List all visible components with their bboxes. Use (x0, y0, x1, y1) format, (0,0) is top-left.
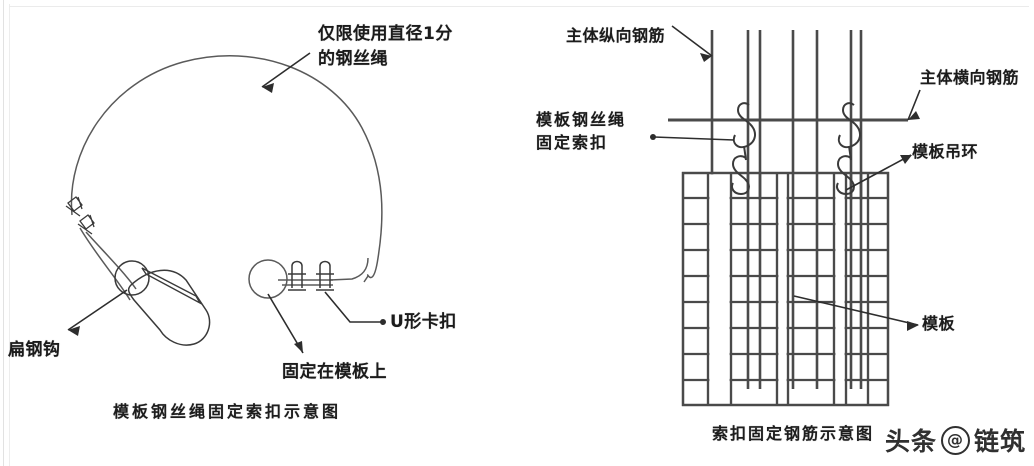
leader-formwork-wire-rope-clamp (653, 136, 735, 141)
u-clamp-2-bolt (319, 260, 331, 288)
wire-rope-clamp-assembly-1 (731, 102, 756, 196)
label-formwork-wire-rope-clamp: 模板钢丝绳 固定索扣 (536, 110, 627, 153)
clamp-2-upper-loop (837, 123, 861, 149)
watermark-at-icon: @ (940, 425, 970, 455)
scan-edge-line-inner (9, 4, 10, 466)
leader-arrowhead-u-clamp (380, 319, 386, 325)
diagram-left-wire-rope-clamp: 仅限使用直径1分 的钢丝绳 扁钢钩 U形卡扣 固定在模板上 模板钢丝绳固定索扣示… (0, 0, 516, 466)
formwork-outline-restroke (681, 171, 890, 407)
caption-left: 模板钢丝绳固定索扣示意图 (113, 402, 342, 421)
right-diagram-drawing (650, 25, 921, 407)
caption-right: 索扣固定钢筋示意图 (712, 424, 875, 443)
rope-clamp-knot-1 (65, 196, 83, 217)
u-clamp-1-bolt (291, 260, 303, 288)
label-u-clamp: U形卡扣 (390, 312, 457, 332)
flat-steel-hook-tongue (141, 267, 202, 305)
watermark-account: 链筑 (973, 427, 1026, 456)
wire-rope-right-tail (329, 257, 369, 281)
label-flat-steel-hook: 扁钢钩 (8, 340, 61, 360)
leader-arrowhead-main-horizontal-rebar (908, 111, 920, 120)
scan-edge-line (3, 0, 4, 466)
leader-arrowhead-flat-steel-hook (68, 326, 80, 336)
wire-rope-loop (70, 55, 383, 283)
leader-arrowhead-wire-rope-spec (262, 83, 274, 93)
leader-formwork (793, 295, 919, 326)
formwork-stud-face-3 (835, 174, 845, 404)
formwork-vertical-ribs-restroke (706, 173, 870, 405)
left-diagram-drawing (65, 52, 386, 354)
formwork-stud-face-1 (709, 174, 730, 404)
leader-u-clamp (324, 291, 382, 323)
clamp-1-lower-loop (731, 178, 750, 196)
label-fixed-on-formwork: 固定在模板上 (282, 362, 387, 382)
wire-rope-clamp-assembly-2 (836, 102, 861, 196)
clamp-1-upper-loop (732, 123, 756, 149)
leader-formwork-lifting-ring (845, 154, 912, 191)
clamp-2-upper-hook (841, 102, 856, 125)
label-main-horizontal-rebar: 主体横向钢筋 (920, 68, 1020, 87)
wire-rope-left-leg-b (85, 231, 137, 290)
leader-arrowhead-formwork (907, 321, 919, 331)
leader-wire-rope-spec (261, 52, 311, 88)
leader-dot-formwork-wire-rope-clamp (650, 134, 656, 140)
watermark: 头条 @ 链筑 (885, 422, 1026, 458)
clamp-2-lower-hook (836, 155, 852, 180)
clamp-1-lower-hook (731, 155, 747, 180)
leader-arrowhead-formwork-lifting-ring (900, 155, 912, 164)
flat-steel-hook-eye (114, 260, 150, 296)
scan-edge-line-top (9, 6, 1029, 7)
clamp-1-upper-hook (736, 102, 751, 125)
leader-arrowhead-main-vertical-rebar (700, 53, 712, 62)
diagram-right-clamp-fixing-rebar: 主体纵向钢筋 主体横向钢筋 模板钢丝绳 固定索扣 模板吊环 模板 索扣固定钢筋示… (516, 0, 1034, 466)
label-main-vertical-rebar: 主体纵向钢筋 (566, 26, 666, 45)
rope-eye-loop (248, 259, 288, 299)
leader-main-vertical-rebar (671, 25, 713, 57)
label-wire-rope-spec: 仅限使用直径1分 的钢丝绳 (318, 24, 453, 69)
leader-flat-steel-hook (67, 289, 128, 331)
label-formwork: 模板 (922, 314, 956, 333)
watermark-source: 头条 (884, 427, 937, 456)
formwork-stud-face-2 (778, 174, 787, 404)
rope-clamp-knot-2 (77, 214, 95, 235)
label-formwork-lifting-ring: 模板吊环 (912, 142, 979, 161)
leader-arrowhead-fixed-on-formwork (294, 341, 303, 353)
leader-main-horizontal-rebar (907, 89, 921, 121)
formwork-stud-faces (709, 174, 845, 404)
